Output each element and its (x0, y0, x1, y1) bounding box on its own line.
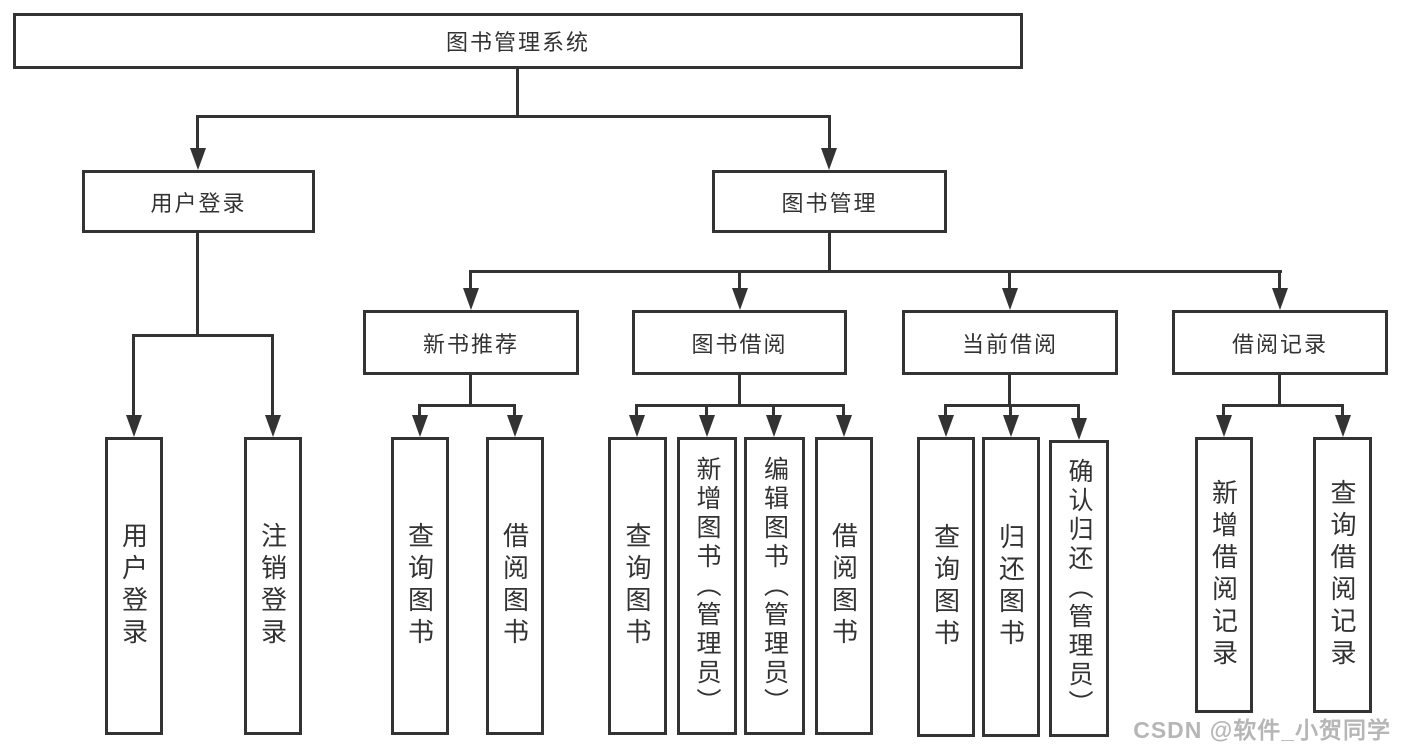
csdn-watermark: CSDN @软件_小贺同学 (1133, 717, 1391, 743)
connector-line (133, 334, 274, 337)
connector-line (828, 115, 831, 151)
arrow-down-icon (507, 415, 523, 437)
connector-line (196, 115, 199, 151)
connector-line (470, 270, 1282, 273)
arrow-down-icon (126, 415, 142, 437)
connector-line (636, 404, 845, 407)
arrow-down-icon (1272, 288, 1288, 310)
leaf-borrow-book-1: 借阅图书 (486, 437, 544, 735)
connector-line (419, 404, 515, 407)
connector-line (197, 115, 831, 118)
connector-line (705, 404, 708, 418)
connector-line (944, 404, 947, 418)
node-borrow-record: 借阅记录 (1172, 310, 1388, 375)
node-user-login: 用户登录 (82, 170, 315, 233)
arrow-down-icon (412, 415, 428, 437)
arrow-down-icon (629, 415, 645, 437)
leaf-edit-book-admin: 编辑图书（管理员） (744, 437, 805, 735)
connector-line (271, 334, 274, 417)
connector-line (1223, 404, 1343, 407)
arrow-down-icon (463, 288, 479, 310)
connector-line (1278, 375, 1281, 407)
connector-line (513, 404, 516, 418)
node-book-management: 图书管理 (712, 170, 947, 233)
leaf-add-book-admin: 新增图书（管理员） (677, 437, 737, 735)
arrow-down-icon (1335, 415, 1351, 437)
connector-line (842, 404, 845, 418)
node-current-borrow: 当前借阅 (902, 310, 1118, 375)
connector-line (418, 404, 421, 418)
connector-line (1009, 404, 1012, 418)
connector-line (738, 375, 741, 407)
connector-line (828, 233, 831, 272)
arrow-down-icon (265, 415, 281, 437)
arrow-down-icon (1071, 418, 1087, 440)
arrow-down-icon (836, 415, 852, 437)
arrow-down-icon (732, 288, 748, 310)
leaf-return-book: 归还图书 (982, 437, 1040, 737)
connector-line (738, 270, 741, 290)
connector-line (945, 404, 1080, 407)
arrow-down-icon (821, 148, 837, 170)
arrow-down-icon (1216, 415, 1232, 437)
arrow-down-icon (1002, 288, 1018, 310)
connector-line (1008, 270, 1011, 290)
connector-line (469, 270, 472, 290)
connector-line (635, 404, 638, 418)
connector-line (772, 404, 775, 418)
leaf-borrow-book-2: 借阅图书 (815, 437, 873, 735)
leaf-query-borrow-record: 查询借阅记录 (1313, 437, 1372, 713)
leaf-query-book-2: 查询图书 (608, 437, 667, 735)
connector-line (1278, 270, 1281, 290)
connector-line (1008, 375, 1011, 407)
arrow-down-icon (699, 415, 715, 437)
connector-line (469, 375, 472, 407)
arrow-down-icon (766, 415, 782, 437)
leaf-add-borrow-record: 新增借阅记录 (1195, 437, 1253, 713)
leaf-user-login: 用户登录 (105, 437, 163, 735)
leaf-query-book-1: 查询图书 (391, 437, 449, 735)
leaf-confirm-return-admin: 确认归还（管理员） (1049, 440, 1109, 737)
node-book-borrow: 图书借阅 (632, 310, 847, 375)
arrow-down-icon (190, 148, 206, 170)
leaf-query-book-3: 查询图书 (917, 437, 975, 737)
connector-line (1222, 404, 1225, 418)
connector-line (516, 69, 519, 117)
connector-line (196, 233, 199, 337)
connector-line (1077, 404, 1080, 418)
node-root: 图书管理系统 (13, 13, 1023, 69)
connector-line (1341, 404, 1344, 418)
connector-line (132, 334, 135, 417)
node-new-book-recommend: 新书推荐 (363, 310, 579, 375)
leaf-logout: 注销登录 (244, 437, 302, 735)
arrow-down-icon (938, 415, 954, 437)
arrow-down-icon (1003, 415, 1019, 437)
